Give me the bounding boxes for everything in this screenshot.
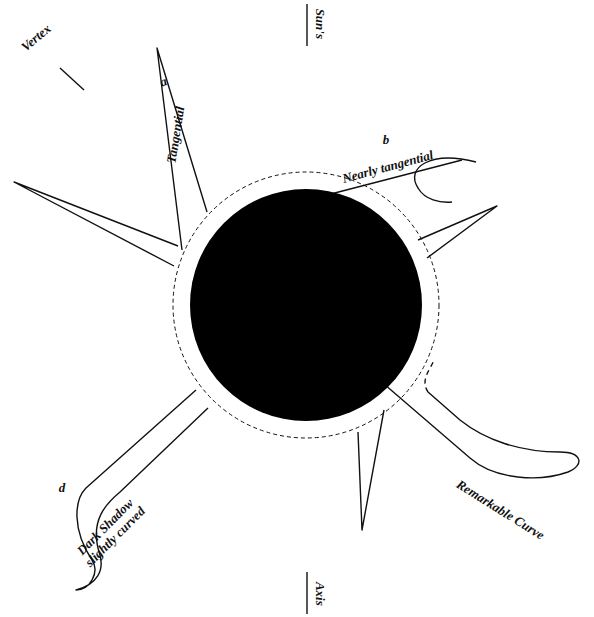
vertex-label: Vertex — [19, 22, 54, 54]
curved-streamer — [425, 360, 434, 392]
vertex-mark — [60, 68, 84, 90]
coronal-ray — [157, 48, 207, 250]
curved-streamer — [384, 384, 579, 478]
coronal-ray — [14, 182, 178, 266]
axis-mark — [306, 4, 307, 46]
coronal-ray — [358, 410, 384, 530]
ray-label: Dark Shadow slightly curved — [61, 483, 158, 580]
streamer-label: Remarkable Curve — [454, 478, 547, 543]
ray-letter: a — [158, 74, 169, 89]
dotted-ring — [173, 172, 439, 438]
hooked-curve — [415, 158, 476, 202]
axis-mark — [306, 572, 307, 614]
moon-disk — [190, 189, 422, 421]
axis-label: Axis — [313, 582, 327, 606]
axis-label: Sun's — [313, 9, 327, 39]
ray-letter: d — [59, 481, 66, 495]
ray-letter: b — [383, 133, 390, 147]
coronal-ray — [418, 206, 497, 258]
ray-label: Nearly tangential — [341, 148, 435, 185]
